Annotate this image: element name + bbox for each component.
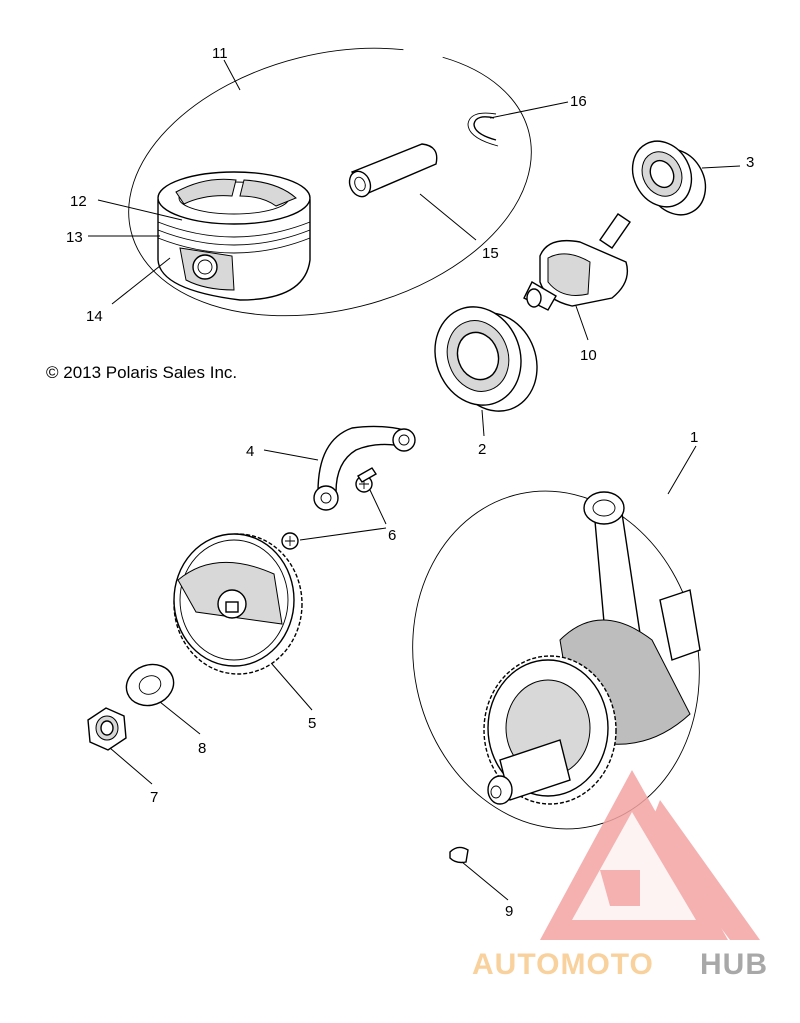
callout-5: 5 (308, 715, 316, 732)
piston-kit-group (128, 47, 532, 317)
copyright-text: © 2013 Polaris Sales Inc. (46, 363, 237, 382)
callout-13: 13 (66, 229, 83, 246)
washer (125, 663, 175, 707)
main-bearing (434, 306, 538, 412)
small-bearing (631, 140, 707, 216)
piston-kit-outline (128, 47, 532, 317)
callout-3: 3 (746, 154, 754, 171)
callout-11: 11 (212, 45, 228, 62)
piston-pin-circlip (467, 112, 499, 147)
piston-pin (348, 143, 438, 198)
callout-7: 7 (150, 789, 158, 806)
callout-1: 1 (690, 429, 698, 446)
woodruff-key (449, 846, 469, 864)
callout-14: 14 (86, 308, 103, 325)
watermark-text-automoto: AUTOMOTO (472, 948, 654, 981)
callout-8: 8 (198, 740, 206, 757)
screws (281, 467, 377, 550)
callout-16: 16 (570, 93, 587, 110)
drive-gear (173, 533, 303, 675)
callout-9: 9 (505, 903, 513, 920)
watermark-text-hub: HUB (700, 948, 768, 981)
callout-labels: 11 12 13 14 15 16 3 10 2 4 6 5 8 7 9 1 (66, 45, 754, 920)
watermark-logo: AUTOMOTO HUB (472, 770, 768, 981)
callout-12: 12 (70, 193, 87, 210)
piston (157, 171, 311, 301)
callout-2: 2 (478, 441, 486, 458)
retainer-plate (313, 425, 416, 511)
callout-4: 4 (246, 443, 254, 460)
crankshaft-group (412, 490, 701, 830)
callout-10: 10 (580, 347, 597, 364)
nut (87, 707, 127, 751)
callout-15: 15 (482, 245, 499, 262)
balance-shaft (523, 213, 631, 311)
leader-lines (88, 59, 741, 901)
callout-6: 6 (388, 527, 396, 544)
